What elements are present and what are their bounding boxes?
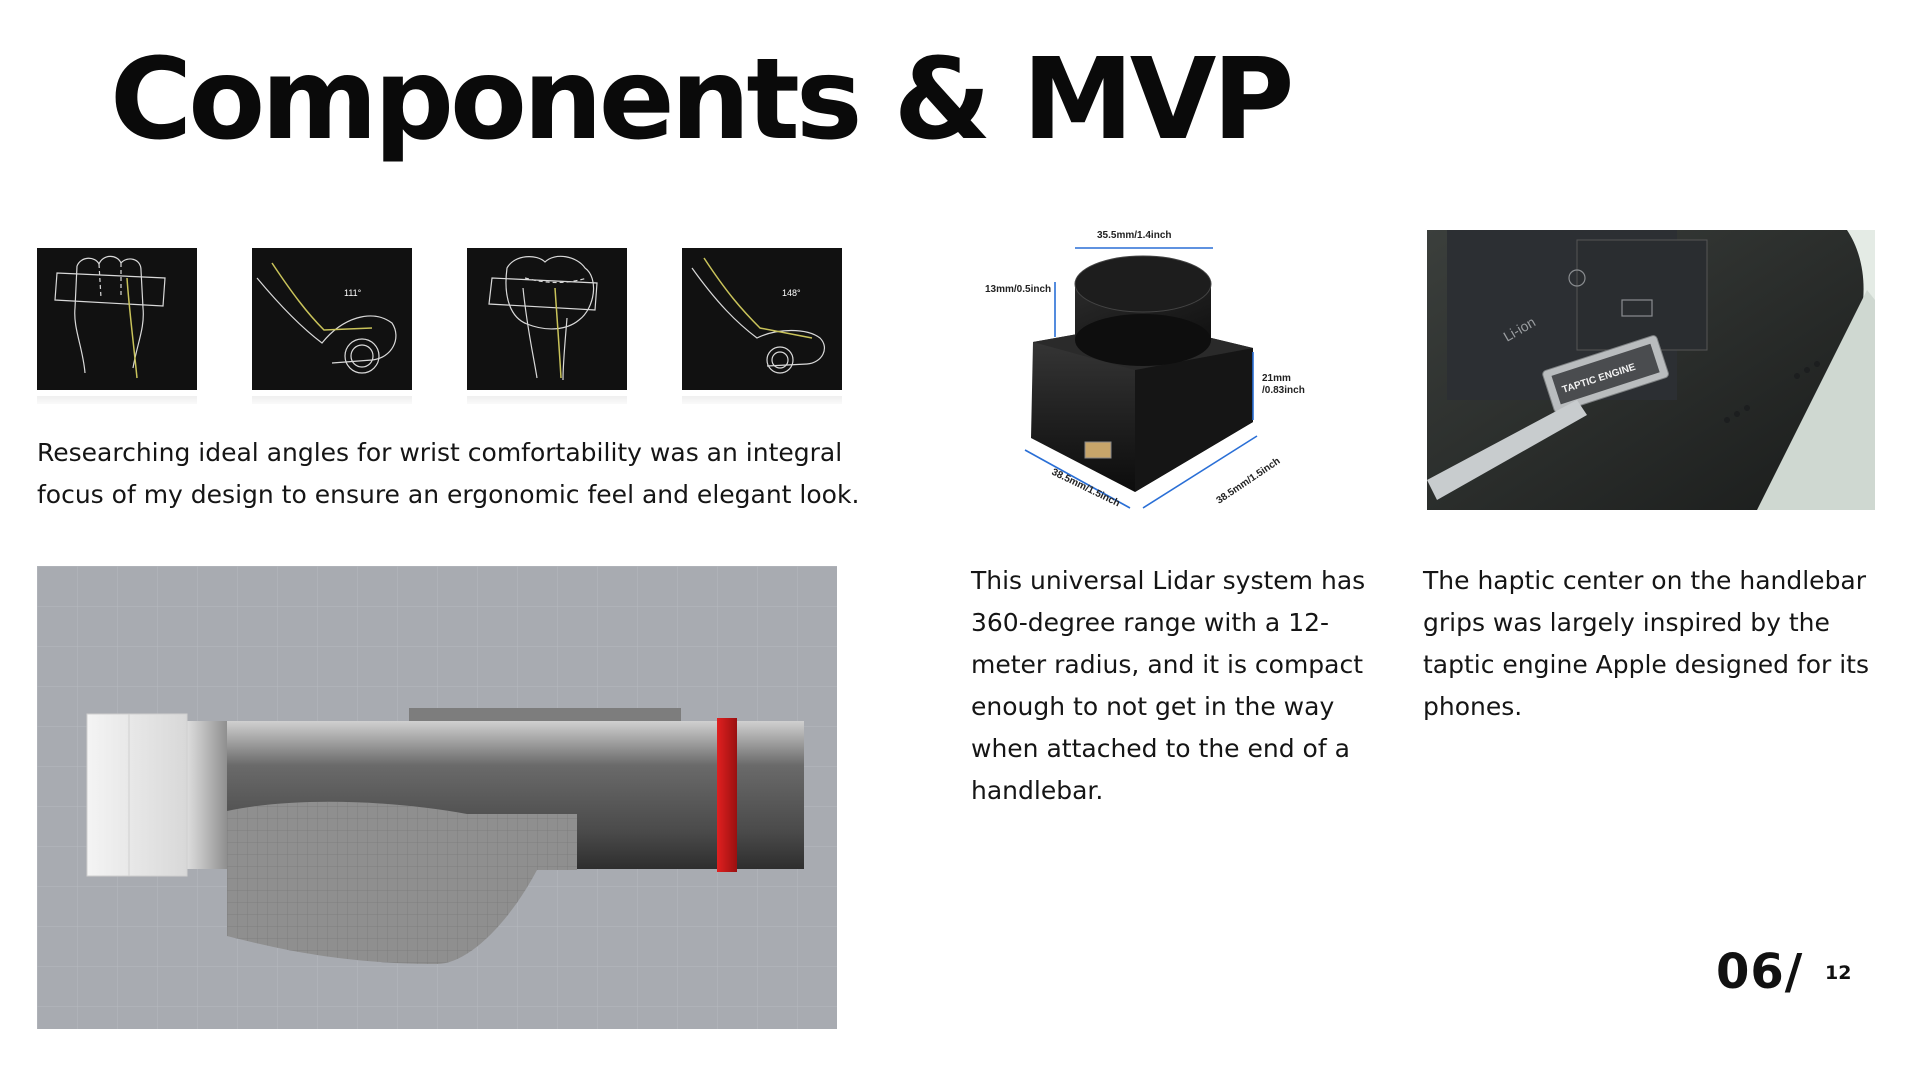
dimension-top-label: 35.5mm/1.4inch [1097, 230, 1171, 241]
sketch-angle-label: 148° [782, 288, 801, 298]
lidar-sensor-image: 35.5mm/1.4inch 13mm/0.5inch 21mm /0.83in… [985, 222, 1335, 512]
sketch-caption [37, 396, 197, 404]
wrist-angle-148-sketch-icon: 148° [682, 248, 842, 390]
dimension-side-label: 38.5mm/1.5inch [1215, 456, 1283, 507]
page-number: 06/ [1716, 944, 1804, 1000]
taptic-engine-image: Li-ion TAPTIC ENGINE [1427, 230, 1875, 510]
sketch-caption [252, 396, 412, 404]
sketch-caption [467, 396, 627, 404]
dimension-cap-label: 13mm/0.5inch [985, 284, 1051, 295]
sketch-caption [682, 396, 842, 404]
slide-title: Components & MVP [110, 35, 1294, 165]
dimension-body-label: 21mm [1262, 373, 1291, 384]
grip-cad-render [37, 566, 837, 1029]
research-description: Researching ideal angles for wrist comfo… [37, 438, 860, 509]
open-hand-sketch-icon [37, 248, 197, 390]
wrist-angle-111-sketch-icon: 111° [252, 248, 412, 390]
dimension-body-label-2: /0.83inch [1262, 385, 1305, 396]
fist-grip-sketch-icon [467, 248, 627, 390]
page-total: 12 [1825, 962, 1852, 984]
sketch-angle-label: 111° [344, 288, 362, 298]
lidar-description: This universal Lidar system has 360-degr… [971, 566, 1366, 805]
haptic-description: The haptic center on the handlebar grips… [1423, 566, 1869, 721]
